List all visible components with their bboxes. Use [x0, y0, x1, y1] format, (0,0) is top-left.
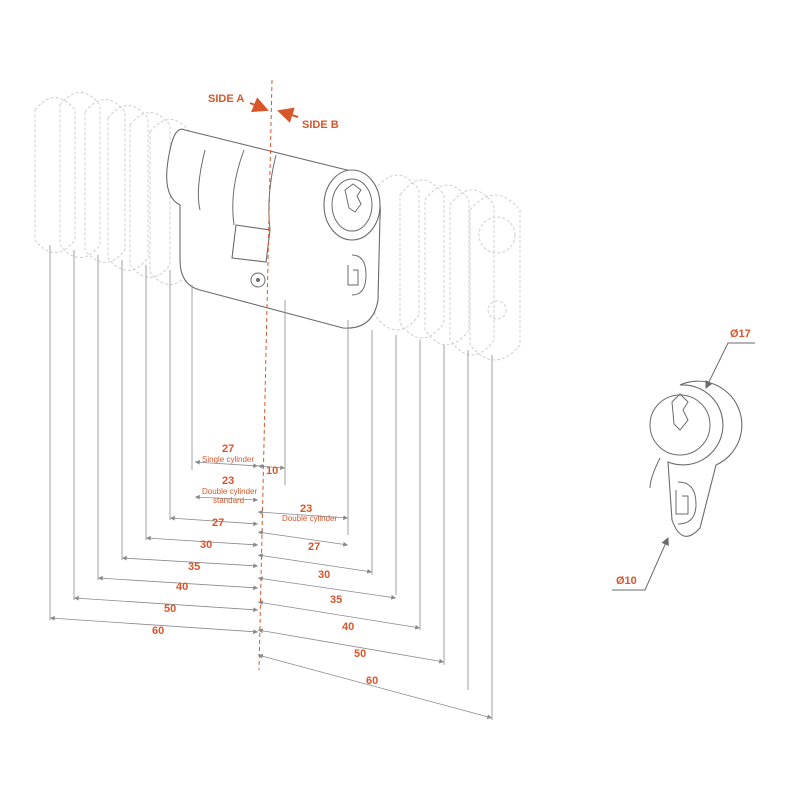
double-b-label: Double cylinder — [282, 514, 337, 523]
side-a-length-40: 40 — [176, 581, 188, 593]
side-a-arrow — [249, 97, 269, 113]
single-cylinder-label: Single cylinder — [202, 455, 254, 464]
single-cylinder-value: 27 — [222, 443, 234, 455]
side-a-length-27: 27 — [212, 517, 224, 529]
side-b-length-30: 30 — [318, 569, 330, 581]
double-b-value: 23 — [300, 503, 312, 515]
side-a-length-35: 35 — [188, 561, 200, 573]
diameter-10-label: Ø10 — [616, 575, 637, 587]
side-a-length-60: 60 — [152, 625, 164, 637]
double-standard-label-1: Double cylinder — [202, 487, 257, 496]
side-b-length-35: 35 — [330, 594, 342, 606]
diameter-10-leader — [612, 537, 669, 591]
side-b-label: SIDE B — [302, 119, 339, 131]
side-b-length-27: 27 — [308, 541, 320, 553]
double-standard-label-2: standard — [213, 496, 244, 505]
ghost-cylinders-right — [374, 174, 521, 361]
side-a-dimensions: 27 30 35 40 50 60 — [49, 515, 259, 637]
side-a-length-50: 50 — [164, 603, 176, 615]
diameter-17-leader — [705, 342, 755, 389]
side-b-length-40: 40 — [342, 621, 354, 633]
cylinder-profile — [649, 380, 743, 537]
extension-lines-left — [49, 245, 193, 620]
single-cylinder-b-value: 10 — [266, 465, 278, 477]
main-cylinder — [166, 128, 381, 329]
side-a-label: SIDE A — [208, 93, 244, 105]
extension-lines-right — [284, 300, 493, 720]
side-b-dimensions: 27 30 35 40 50 60 — [257, 530, 493, 720]
side-a-length-30: 30 — [200, 539, 212, 551]
side-b-arrow — [277, 107, 299, 123]
ghost-cylinders-left — [34, 92, 191, 285]
side-b-length-50: 50 — [354, 648, 366, 660]
double-standard-value: 23 — [222, 475, 234, 487]
side-b-length-60: 60 — [366, 675, 378, 687]
diameter-17-label: Ø17 — [730, 328, 751, 340]
